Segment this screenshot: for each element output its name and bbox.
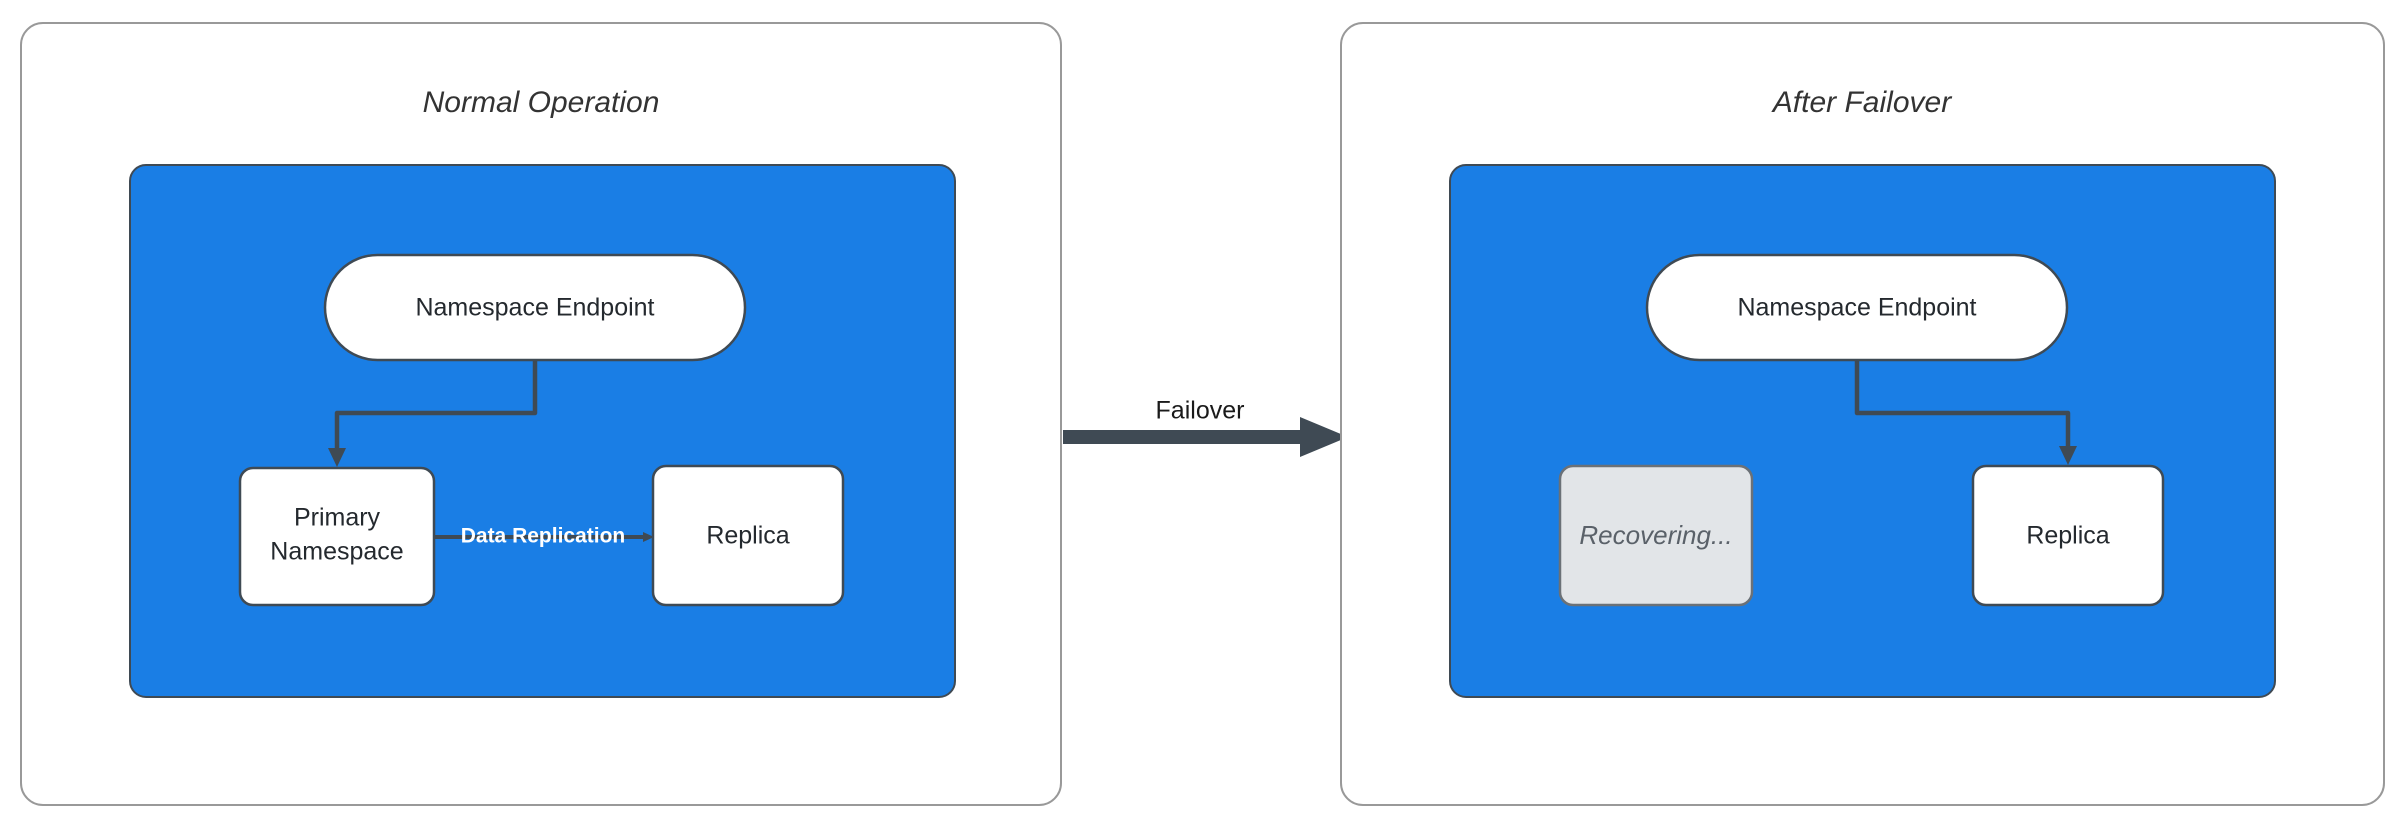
node-shape-rect	[1971, 464, 2165, 607]
node-shape-pill	[323, 253, 747, 362]
node-primary-namespace[interactable]: Primary Namespace	[238, 466, 436, 607]
panel-title-normal-operation: Normal Operation	[423, 86, 660, 119]
panel-after-failover: After Failover Namespace Endpoint Recove…	[1340, 22, 2385, 806]
node-replica-left[interactable]: Replica	[651, 464, 845, 607]
node-label-recovering: Recovering...	[1579, 520, 1732, 550]
node-replica-right[interactable]: Replica	[1971, 464, 2165, 607]
node-label-namespace-endpoint: Namespace Endpoint	[415, 294, 654, 322]
node-label-primary-namespace-line1: Primary	[294, 504, 381, 532]
transition-label-failover: Failover	[1156, 397, 1245, 425]
edge-label-data-replication: Data Replication	[461, 525, 626, 548]
connector-endpoint-to-replica	[1854, 360, 2077, 465]
connector-endpoint-to-primary	[328, 360, 538, 467]
failover-arrow-head	[1300, 417, 1348, 457]
node-shape-rect	[651, 464, 845, 607]
node-label-primary-namespace-line2: Namespace	[270, 538, 403, 566]
blue-region-after-failover	[1449, 164, 2276, 698]
node-shape-rect	[238, 466, 436, 607]
node-recovering[interactable]: Recovering...	[1558, 464, 1754, 607]
node-label-namespace-endpoint: Namespace Endpoint	[1737, 294, 1976, 322]
node-shape-pill	[1645, 253, 2069, 362]
node-label-replica: Replica	[2026, 522, 2109, 550]
panel-title-after-failover: After Failover	[1771, 86, 1952, 119]
node-namespace-endpoint-left[interactable]: Namespace Endpoint	[323, 253, 747, 362]
blue-region-normal-operation	[129, 164, 956, 698]
node-namespace-endpoint-right[interactable]: Namespace Endpoint	[1645, 253, 2069, 362]
transition-failover: Failover	[1063, 397, 1348, 457]
node-label-replica: Replica	[706, 522, 789, 550]
node-shape-rect-muted	[1558, 464, 1754, 607]
panel-normal-operation: Normal Operation Namespace Endpoint Prim…	[20, 22, 1062, 806]
edge-data-replication: Data Replication	[434, 525, 654, 548]
